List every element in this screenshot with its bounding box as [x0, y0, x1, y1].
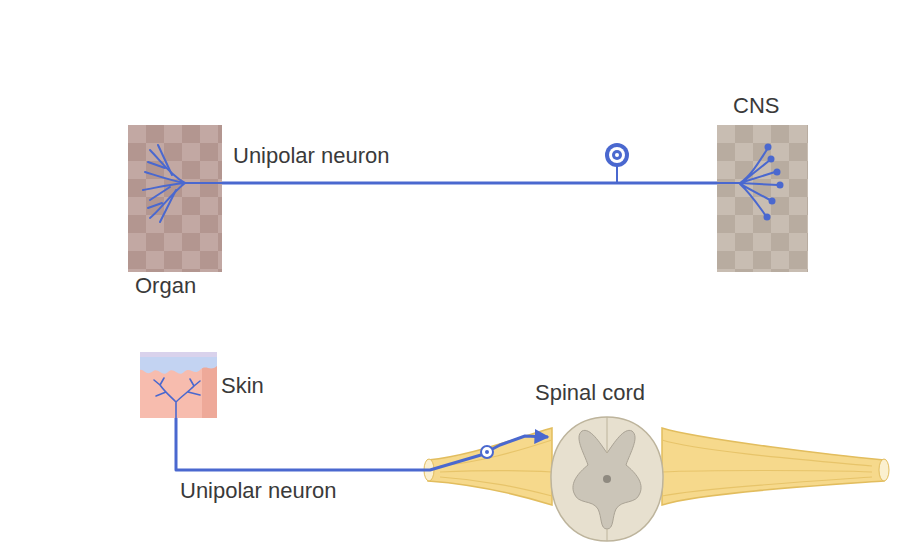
edge-label: Unipolar neuron: [233, 143, 390, 169]
cns-block: CNS: [717, 125, 808, 272]
cns-terminal-dots: [764, 144, 784, 221]
skin-dendrites: [154, 378, 200, 418]
spinal-cord-section: Spinal cord: [548, 413, 666, 545]
organ-dendrites: [143, 145, 222, 222]
spinal-cord-outline: [548, 413, 666, 545]
neuron-fiber: [222, 182, 717, 185]
edge-label: Unipolar neuron: [180, 478, 337, 504]
node-label: Skin: [221, 373, 264, 399]
node-label: Organ: [135, 273, 196, 299]
organ-block: Organ: [128, 125, 222, 272]
skin-block: Skin: [140, 352, 217, 418]
ganglion-cell-body: [481, 446, 493, 458]
node-label: Spinal cord: [535, 380, 645, 406]
cell-body: [605, 143, 629, 183]
cns-axon-terminals: [717, 148, 778, 216]
right-spinal-nerve: [662, 428, 889, 505]
neuron-fiber: [176, 418, 548, 470]
node-label: CNS: [733, 93, 779, 119]
skin-layers: [140, 352, 217, 418]
